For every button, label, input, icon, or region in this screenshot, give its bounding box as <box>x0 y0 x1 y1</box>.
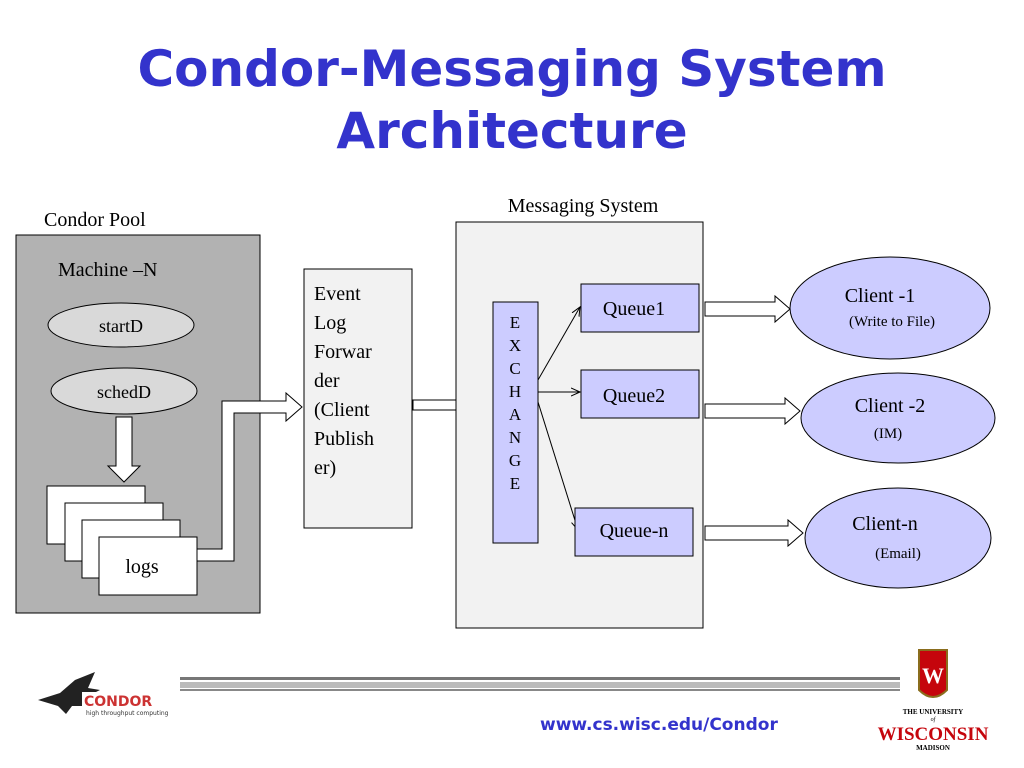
logs-to-forwarder-arrow <box>196 391 303 562</box>
queue2-to-client2-arrow <box>704 396 801 426</box>
condor-wordmark: CONDOR <box>84 694 152 710</box>
exchange-letter: G <box>509 451 521 470</box>
forwarder-line: er) <box>314 457 336 479</box>
page-title-line1: Condor-Messaging System <box>137 40 887 98</box>
logs-label: logs <box>125 556 159 578</box>
exchange-to-queue1-arrow <box>537 307 580 381</box>
queue2-label: Queue2 <box>603 385 665 407</box>
exchange-letter: A <box>509 405 522 424</box>
clientn-node <box>804 487 992 589</box>
page-title-line2: Architecture <box>336 102 688 160</box>
uw-line2: of <box>931 716 937 723</box>
clientn-detail: (Email) <box>875 546 921 562</box>
footer-url-link[interactable]: www.cs.wisc.edu/Condor <box>540 715 778 735</box>
exchange-letter: X <box>509 336 521 355</box>
condor-tagline: high throughput computing <box>86 710 169 717</box>
client2-detail: (IM) <box>874 426 902 442</box>
client1-node <box>789 256 991 360</box>
uw-crest-letter: W <box>922 663 944 688</box>
client2-node <box>800 372 996 464</box>
forwarder-line: Publish <box>314 428 374 450</box>
forwarder-line: Event <box>314 283 361 305</box>
exchange-letter: H <box>509 382 521 401</box>
startd-label: startD <box>99 316 143 336</box>
messaging-system-label: Messaging System <box>508 195 659 217</box>
queue2-node <box>580 369 700 419</box>
exchange-letter: E <box>510 313 520 332</box>
forwarder-line: Forwar <box>314 341 372 363</box>
footer-rule-top <box>180 677 900 680</box>
schedd-label: schedD <box>97 382 151 402</box>
condor-logo: CONDOR high throughput computing <box>38 672 178 717</box>
uw-line4: MADISON <box>916 744 950 752</box>
schedd-node <box>50 367 198 415</box>
forwarder-line: (Client <box>314 399 370 421</box>
queuen-to-clientn-arrow <box>704 518 804 548</box>
exchange-letter: N <box>509 428 521 447</box>
queue1-node <box>580 283 700 333</box>
forwarder-line: der <box>314 370 340 392</box>
uw-line1: THE UNIVERSITY <box>903 708 964 716</box>
uw-logo: W THE UNIVERSITY of WISCONSIN MADISON <box>878 649 989 752</box>
uw-crest-icon <box>918 649 948 698</box>
queue1-to-client1-arrow <box>704 294 791 324</box>
footer-rule-bottom <box>180 689 900 691</box>
exchange-node <box>492 301 539 544</box>
clientn-name: Client-n <box>852 513 918 535</box>
condor-pool-label: Condor Pool <box>44 209 146 231</box>
queue1-label: Queue1 <box>603 298 665 320</box>
footer-rule-mid <box>180 682 900 688</box>
client1-name: Client -1 <box>845 285 916 307</box>
forwarder-line: Log <box>314 312 346 334</box>
client2-name: Client -2 <box>855 395 926 417</box>
schedd-to-logs-arrow <box>106 416 142 483</box>
machine-label: Machine –N <box>58 259 157 281</box>
uw-line3: WISCONSIN <box>878 724 989 745</box>
logs-node <box>98 536 198 596</box>
queuen-node <box>574 507 694 557</box>
client1-detail: (Write to File) <box>849 314 935 330</box>
event-log-forwarder-box <box>303 268 413 529</box>
queuen-label: Queue-n <box>600 520 669 542</box>
condor-wordmark-bg <box>82 692 178 712</box>
exchange-to-queuen-arrow <box>537 401 578 530</box>
exchange-letter: E <box>510 474 520 493</box>
exchange-letter: C <box>509 359 520 378</box>
startd-node <box>47 302 195 348</box>
